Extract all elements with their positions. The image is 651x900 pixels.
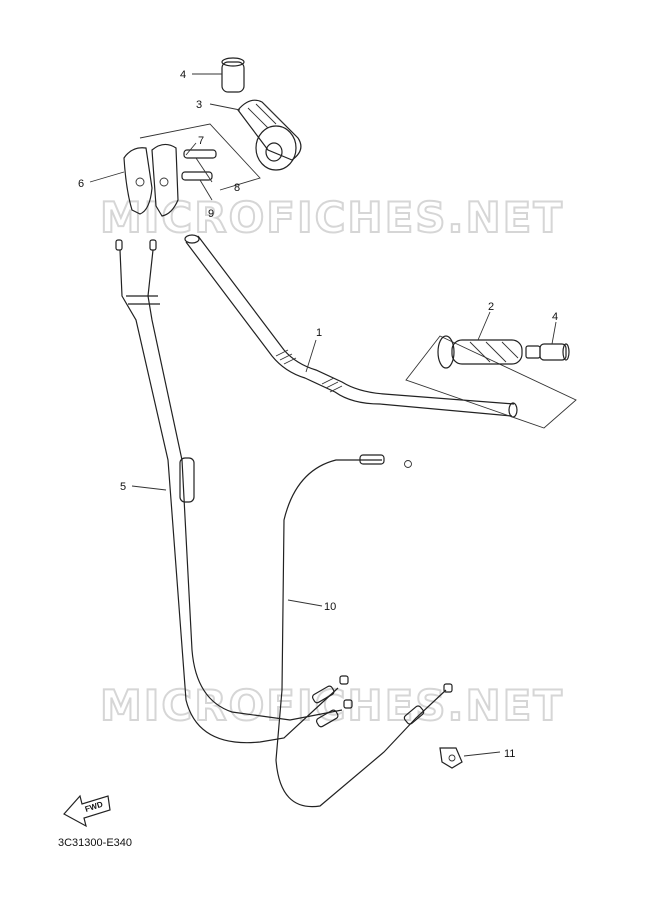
- left-grip-group: [405, 335, 577, 429]
- callout-7: 7: [198, 135, 204, 147]
- callout-8: 8: [234, 182, 240, 194]
- handlebar: [184, 234, 518, 418]
- callout-1: 1: [316, 327, 322, 339]
- callout-5: 5: [120, 481, 126, 493]
- leader-lines: [89, 73, 557, 757]
- throttle-housing-group: [123, 123, 261, 217]
- fwd-label: FWD: [84, 800, 104, 814]
- diagram-code: 3C31300-E340: [58, 837, 132, 849]
- callout-3: 3: [196, 99, 202, 111]
- callout-11: 11: [504, 748, 515, 760]
- clutch-cable: [275, 454, 453, 808]
- callout-10: 10: [324, 601, 336, 613]
- callout-9: 9: [208, 208, 214, 220]
- forward-arrow-icon: FWD: [63, 794, 111, 828]
- callout-4-right: 4: [552, 311, 558, 323]
- callout-2: 2: [488, 301, 494, 313]
- throttle-grip-group: [221, 57, 302, 171]
- throttle-cables: [115, 239, 353, 744]
- callout-4-top: 4: [180, 69, 186, 81]
- watermark-bottom: MICROFICHES.NET: [100, 681, 564, 730]
- cable-clamp: [439, 747, 463, 769]
- callout-6: 6: [78, 178, 84, 190]
- watermark-top: MICROFICHES.NET: [100, 193, 564, 242]
